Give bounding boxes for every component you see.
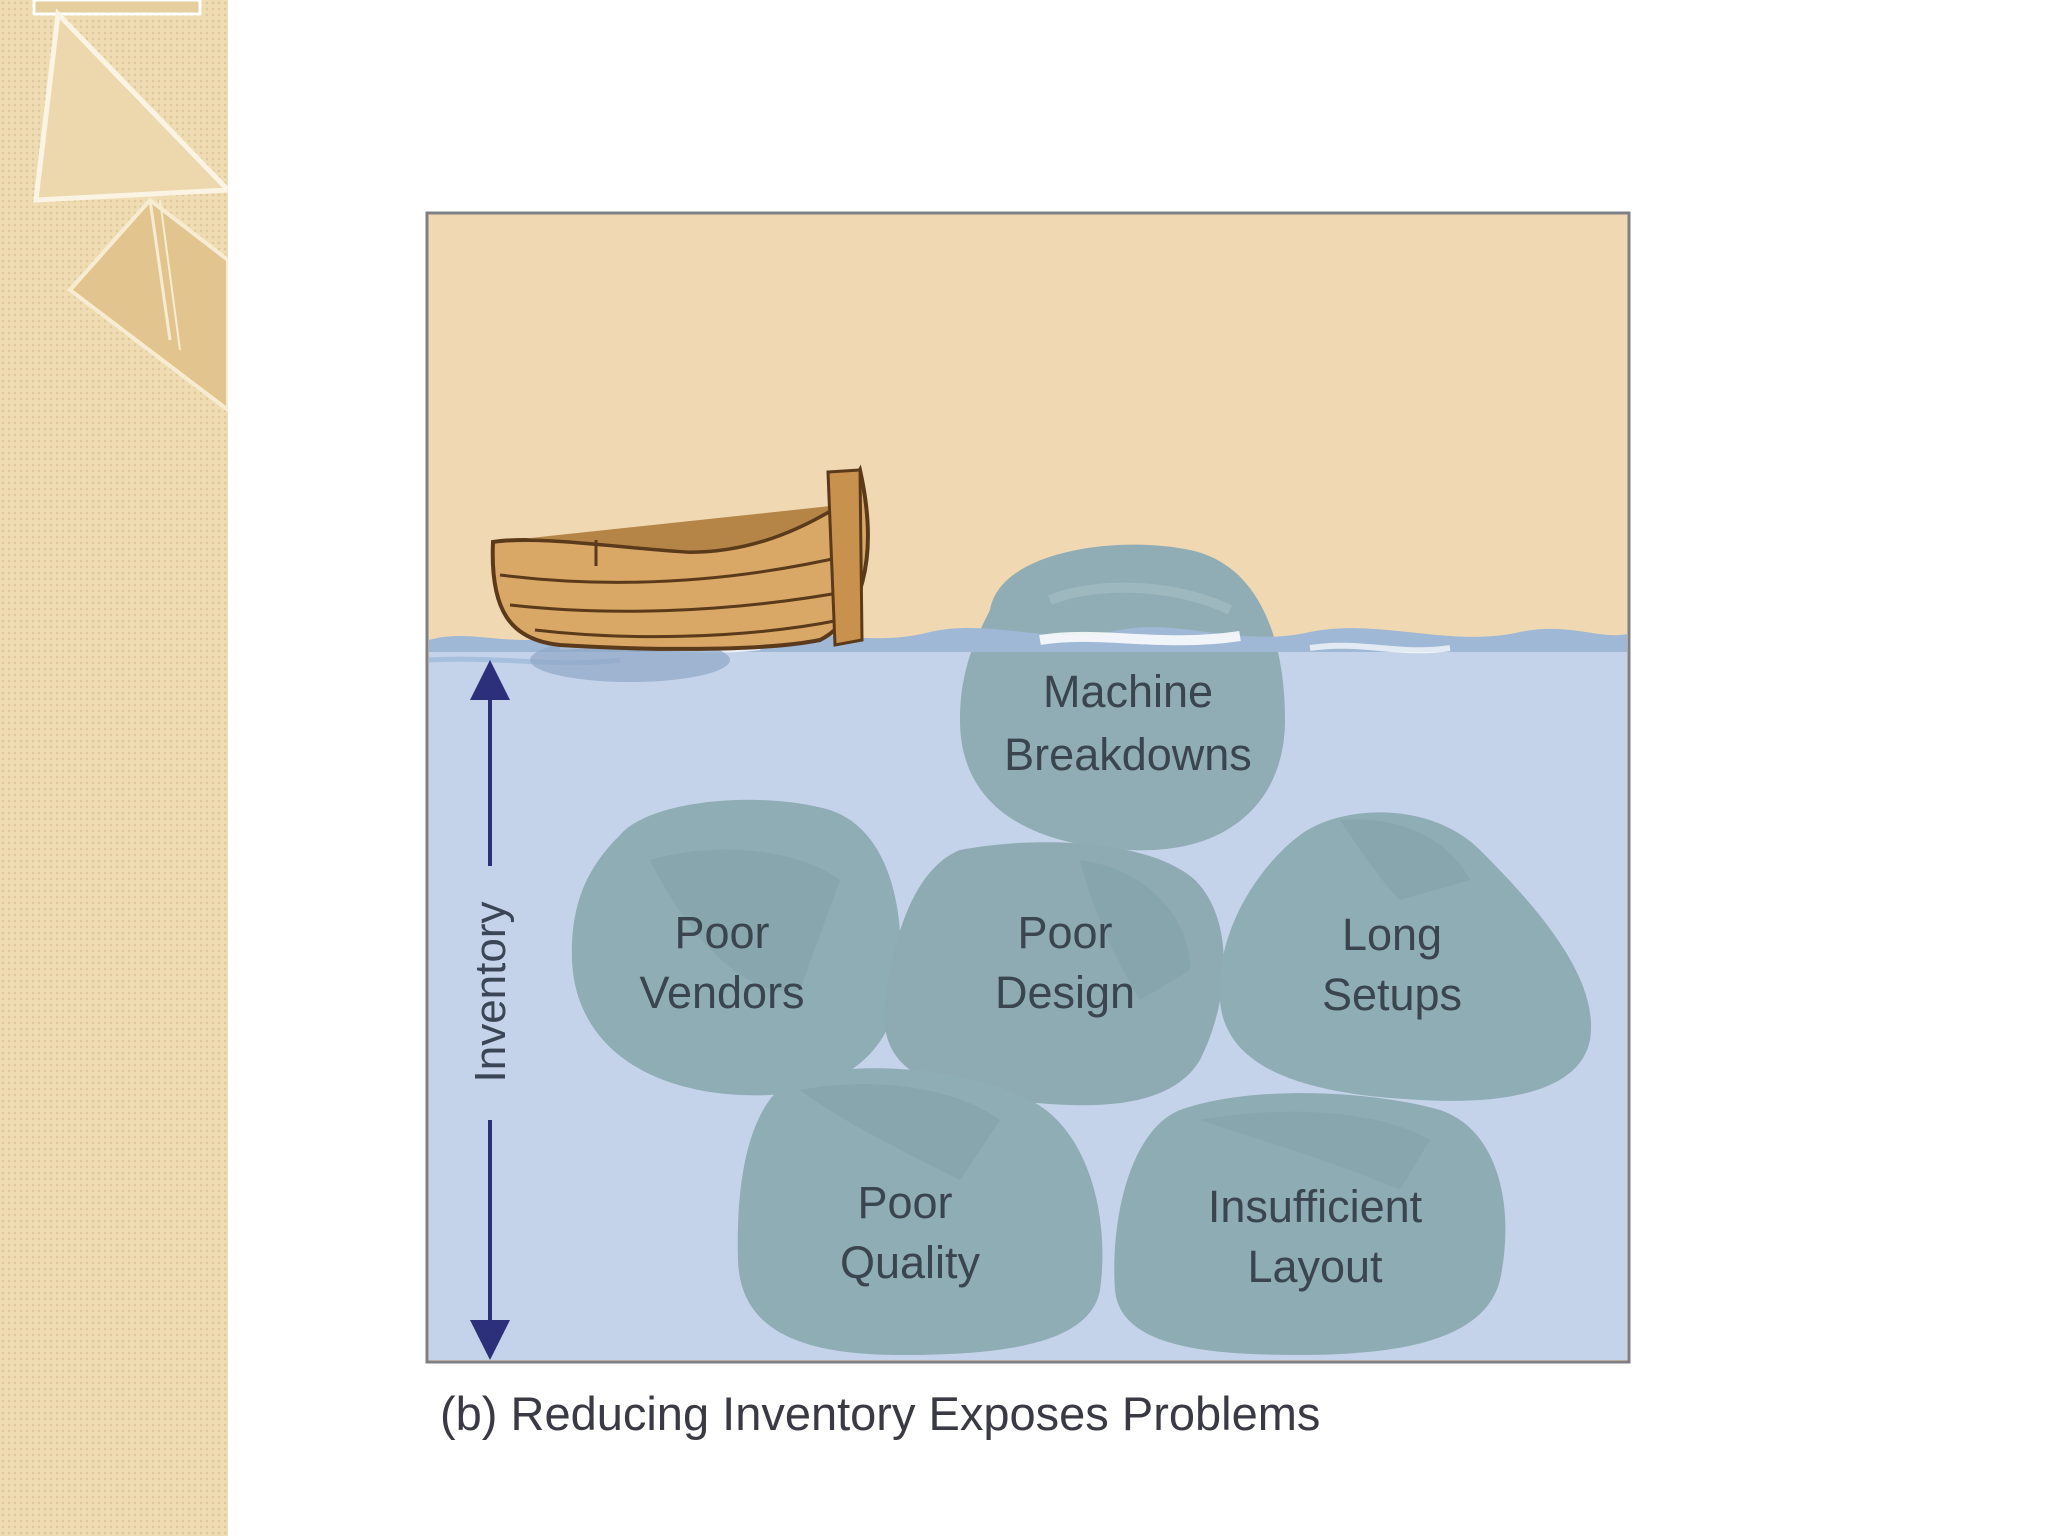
stone-label-line2: Breakdowns [1004, 729, 1252, 780]
stone-poor-quality: Poor Quality [737, 1068, 1103, 1355]
svg-text:Vendors: Vendors [639, 967, 804, 1018]
svg-text:Layout: Layout [1247, 1241, 1383, 1292]
svg-text:Design: Design [995, 967, 1135, 1018]
svg-text:Breakdowns: Breakdowns [1004, 729, 1252, 780]
decorative-side-band [0, 0, 228, 1536]
stone-long-setups: Long Setups [1219, 812, 1592, 1101]
svg-text:Poor: Poor [674, 907, 769, 958]
svg-text:Poor: Poor [857, 1177, 952, 1228]
decorative-corner-triangles [32, 0, 228, 413]
boat-illustration [490, 464, 870, 682]
stone-machine-breakdowns: Machine Breakdowns [960, 544, 1285, 851]
stone-poor-vendors: Poor Vendors [571, 799, 901, 1096]
svg-text:Quality: Quality [840, 1237, 981, 1288]
svg-text:Setups: Setups [1322, 969, 1462, 1020]
inventory-depth-arrow: Inventory [466, 660, 515, 1360]
svg-text:Poor: Poor [1017, 907, 1112, 958]
stone-label-line1: Machine [1043, 666, 1213, 717]
figure-caption: (b) Reducing Inventory Exposes Problems [440, 1387, 1321, 1440]
svg-text:Insufficient: Insufficient [1208, 1181, 1423, 1232]
svg-text:Machine: Machine [1043, 666, 1213, 717]
inventory-axis-label: Inventory [466, 902, 515, 1083]
stone-insufficient-layout: Insufficient Layout [1114, 1093, 1506, 1355]
stone-poor-design: Poor Design [884, 842, 1224, 1106]
svg-text:Long: Long [1342, 909, 1442, 960]
